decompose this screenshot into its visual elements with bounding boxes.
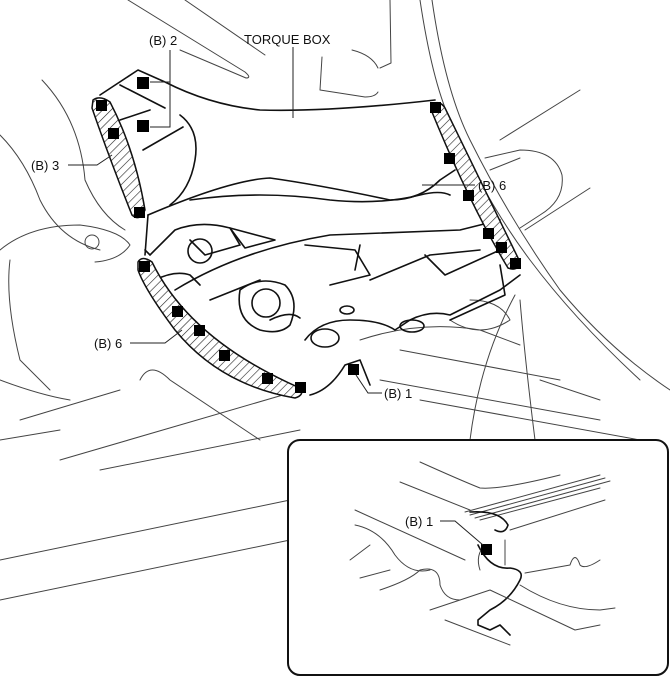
bolt-marker-b2-2 xyxy=(137,120,149,132)
detail-inset-frame xyxy=(287,439,669,676)
bolt-marker-b6l-5 xyxy=(262,373,273,384)
bolt-marker-b6r-3 xyxy=(463,190,474,201)
bolt-marker-b6r-1 xyxy=(430,102,441,113)
label-b1-detail: (B) 1 xyxy=(405,514,433,529)
bolt-marker-b2-1 xyxy=(137,77,149,89)
sealant-strip-b6-left xyxy=(137,257,303,399)
label-torque-box: TORQUE BOX xyxy=(244,32,331,47)
bolt-marker-b1-detail xyxy=(481,544,492,555)
callout-labels: (B) 2 TORQUE BOX (B) 3 (B) 6 (B) 6 (B) 1… xyxy=(31,32,506,529)
label-b6-right: (B) 6 xyxy=(478,178,506,193)
bolt-marker-b6l-2 xyxy=(172,306,183,317)
label-b1: (B) 1 xyxy=(384,386,412,401)
bolt-marker-b6l-6 xyxy=(295,382,306,393)
detail-inset xyxy=(287,294,669,676)
bolt-marker-b6l-1 xyxy=(139,261,150,272)
sealant-strips xyxy=(91,97,521,399)
bolt-marker-b3-2 xyxy=(108,128,119,139)
label-b6-left: (B) 6 xyxy=(94,336,122,351)
bolt-markers xyxy=(96,77,521,393)
bolt-marker-b1 xyxy=(348,364,359,375)
bolt-marker-b6l-4 xyxy=(219,350,230,361)
sealant-strip-b3 xyxy=(91,97,146,219)
torque-box-panel xyxy=(99,69,521,396)
bolt-marker-b6l-3 xyxy=(194,325,205,336)
bolt-marker-b6r-4 xyxy=(483,228,494,239)
label-b3: (B) 3 xyxy=(31,158,59,173)
bolt-marker-b6r-6 xyxy=(510,258,521,269)
bolt-marker-b6r-5 xyxy=(496,242,507,253)
bolt-marker-b3-1 xyxy=(96,100,107,111)
bolt-marker-b3-3 xyxy=(134,207,145,218)
label-b2: (B) 2 xyxy=(149,33,177,48)
leader-lines xyxy=(68,47,475,394)
bolt-marker-b6r-2 xyxy=(444,153,455,164)
